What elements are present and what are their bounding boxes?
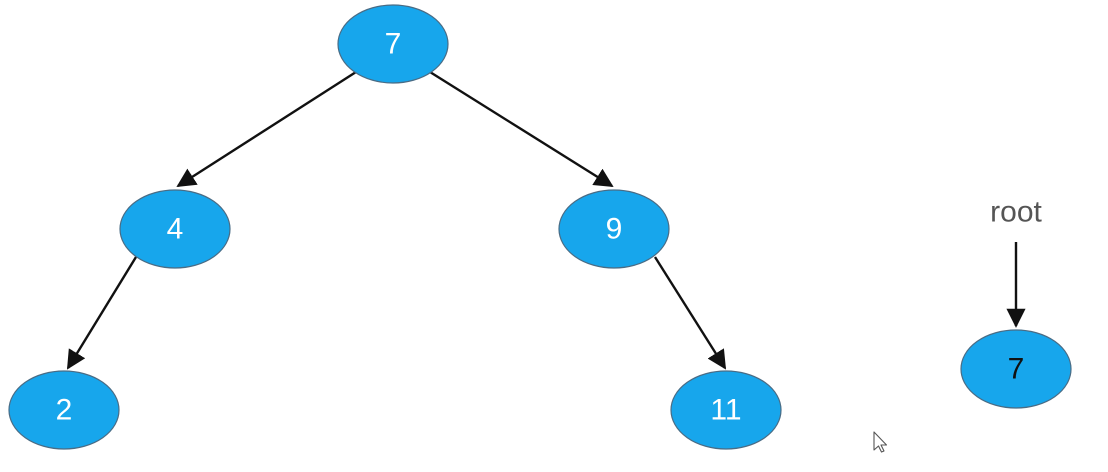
edge-9-to-11: [653, 256, 727, 370]
tree-node-11: 11: [670, 370, 782, 450]
root-pointer: root 7: [960, 196, 1072, 409]
node-ellipse: [8, 370, 120, 450]
mouse-cursor-icon: [873, 431, 888, 453]
tree-node-2: 2: [8, 370, 120, 450]
node-value: 2: [56, 394, 73, 427]
root-label: root: [990, 196, 1042, 229]
node-value: 9: [606, 213, 623, 246]
node-value: 11: [710, 394, 741, 427]
node-value: 4: [167, 213, 184, 246]
edge-7-to-4: [176, 70, 357, 188]
node-ellipse: [670, 370, 782, 450]
node-ellipse: [558, 189, 670, 269]
tree-node-9: 9: [558, 189, 670, 269]
node-ellipse: [337, 4, 449, 84]
tree-node-7: 7: [337, 4, 449, 84]
node-ellipse: [119, 189, 231, 269]
root-node-value: 7: [1008, 353, 1025, 386]
tree-node-4: 4: [119, 189, 231, 269]
edge-7-to-9: [429, 70, 614, 188]
node-value: 7: [385, 28, 402, 61]
root-node-ellipse: [960, 329, 1072, 409]
tree-edges: [66, 70, 727, 370]
edge-4-to-2: [66, 256, 138, 370]
